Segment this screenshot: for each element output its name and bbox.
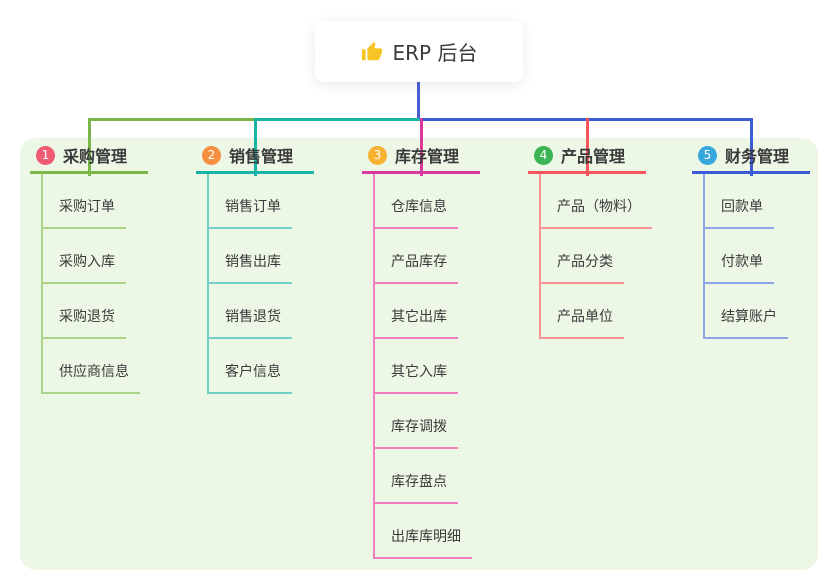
child-node-label: 产品分类 <box>541 251 624 284</box>
root-node-title: ERP 后台 <box>392 41 478 65</box>
child-node-label: 出库库明细 <box>375 526 472 559</box>
mindmap-canvas-panel <box>20 138 818 570</box>
child-node-label: 其它入库 <box>375 361 458 394</box>
branch-node[interactable]: 5 财务管理 <box>692 145 810 174</box>
branch-node-label: 采购管理 <box>63 147 128 166</box>
rail-segment <box>254 118 420 121</box>
child-node-label: 采购入库 <box>43 251 126 284</box>
child-node[interactable]: 仓库信息 <box>375 174 472 229</box>
child-node[interactable]: 产品（物料） <box>541 174 652 229</box>
branch: 4 产品管理 产品（物料） 产品分类产品单位 <box>528 145 652 339</box>
child-node-label: 产品（物料） <box>541 196 652 229</box>
root-node[interactable]: ERP 后台 <box>315 21 523 82</box>
branch: 5 财务管理 回款单付款单结算账户 <box>692 145 810 339</box>
child-node-label: 客户信息 <box>209 361 292 394</box>
branch-node-label: 销售管理 <box>229 147 294 166</box>
child-node-label: 采购订单 <box>43 196 126 229</box>
child-node[interactable]: 结算账户 <box>705 284 788 339</box>
child-node[interactable]: 销售出库 <box>209 229 292 284</box>
branch: 1 采购管理 采购订单采购入库采购退货供应商信息 <box>30 145 148 394</box>
branch-children: 产品（物料） 产品分类产品单位 <box>539 174 652 339</box>
child-node[interactable]: 其它入库 <box>375 339 472 394</box>
child-node[interactable]: 客户信息 <box>209 339 292 394</box>
child-node[interactable]: 出库库明细 <box>375 504 472 559</box>
child-node[interactable]: 付款单 <box>705 229 788 284</box>
child-node[interactable]: 回款单 <box>705 174 788 229</box>
branch: 3 库存管理 仓库信息产品库存其它出库其它入库库存调拨库存盘点出库库明细 <box>362 145 480 559</box>
child-node-label: 结算账户 <box>705 306 788 339</box>
branch-number-badge: 4 <box>534 145 553 165</box>
branch-children: 仓库信息产品库存其它出库其它入库库存调拨库存盘点出库库明细 <box>373 174 472 559</box>
branch-connector-drop <box>586 118 589 176</box>
branch-number-badge: 2 <box>202 145 221 165</box>
child-node[interactable]: 产品分类 <box>541 229 652 284</box>
child-node[interactable]: 库存盘点 <box>375 449 472 504</box>
child-node-label: 库存调拨 <box>375 416 458 449</box>
branch-node[interactable]: 4 产品管理 <box>528 145 646 174</box>
branch-node-label: 产品管理 <box>561 147 626 166</box>
branch-children: 销售订单销售出库销售退货客户信息 <box>207 174 292 394</box>
branch-node[interactable]: 3 库存管理 <box>362 145 480 174</box>
branch: 2 销售管理 销售订单销售出库销售退货客户信息 <box>196 145 314 394</box>
branch-node-label: 库存管理 <box>395 147 460 166</box>
thumbs-up-icon <box>361 41 383 63</box>
child-node[interactable]: 采购退货 <box>43 284 140 339</box>
child-node[interactable]: 采购入库 <box>43 229 140 284</box>
child-node-label: 产品库存 <box>375 251 458 284</box>
branch-connector-drop <box>420 118 423 176</box>
branch-connector-drop <box>750 118 753 176</box>
root-connector-stub <box>417 82 420 121</box>
child-node-label: 销售退货 <box>209 306 292 339</box>
branch-children: 回款单付款单结算账户 <box>703 174 788 339</box>
branch-connector-drop <box>88 118 91 176</box>
child-node-label: 其它出库 <box>375 306 458 339</box>
branch-number-badge: 5 <box>698 145 717 165</box>
child-node[interactable]: 产品单位 <box>541 284 652 339</box>
child-node-label: 库存盘点 <box>375 471 458 504</box>
child-node-label: 回款单 <box>705 196 774 229</box>
child-node[interactable]: 其它出库 <box>375 284 472 339</box>
child-node[interactable]: 供应商信息 <box>43 339 140 394</box>
branch-node[interactable]: 2 销售管理 <box>196 145 314 174</box>
rail-segment <box>88 118 254 121</box>
branch-node-label: 财务管理 <box>725 147 790 166</box>
child-node[interactable]: 产品库存 <box>375 229 472 284</box>
child-node-label: 采购退货 <box>43 306 126 339</box>
child-node-label: 付款单 <box>705 251 774 284</box>
branch-number-badge: 3 <box>368 145 387 165</box>
branch-node[interactable]: 1 采购管理 <box>30 145 148 174</box>
child-node-label: 销售出库 <box>209 251 292 284</box>
child-node-label: 产品单位 <box>541 306 624 339</box>
child-node[interactable]: 采购订单 <box>43 174 140 229</box>
branch-connector-drop <box>254 118 257 176</box>
child-node[interactable]: 库存调拨 <box>375 394 472 449</box>
child-node[interactable]: 销售退货 <box>209 284 292 339</box>
child-node-label: 供应商信息 <box>43 361 140 394</box>
child-node-label: 仓库信息 <box>375 196 458 229</box>
child-node-label: 销售订单 <box>209 196 292 229</box>
branch-number-badge: 1 <box>36 145 55 165</box>
branch-children: 采购订单采购入库采购退货供应商信息 <box>41 174 140 394</box>
child-node[interactable]: 销售订单 <box>209 174 292 229</box>
